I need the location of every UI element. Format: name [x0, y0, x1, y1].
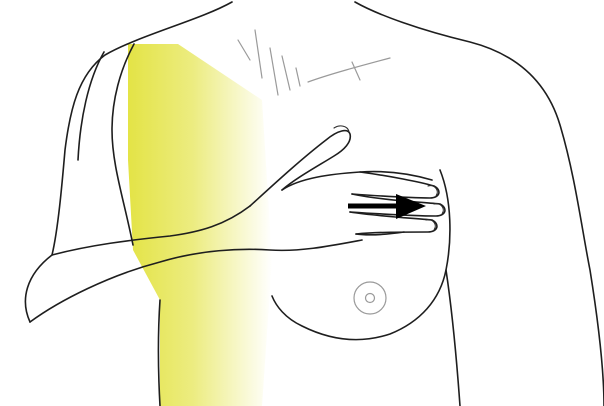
- nipple: [366, 294, 375, 303]
- collarbone-mark-4: [282, 56, 290, 90]
- collarbone-mark-6: [352, 62, 360, 80]
- finger-1-outline: [352, 172, 439, 198]
- torso-left-outline: [159, 300, 161, 406]
- collarbone-line-right: [308, 58, 390, 82]
- highlight-region: [128, 44, 272, 406]
- collarbone-mark-3: [270, 48, 278, 95]
- collarbone-mark-1: [238, 40, 250, 60]
- breast-side-outline: [446, 270, 460, 406]
- elbow-outline: [25, 255, 52, 322]
- collarbone-mark-2: [255, 30, 262, 78]
- areola: [354, 282, 386, 314]
- collarbone-mark-5: [296, 68, 300, 86]
